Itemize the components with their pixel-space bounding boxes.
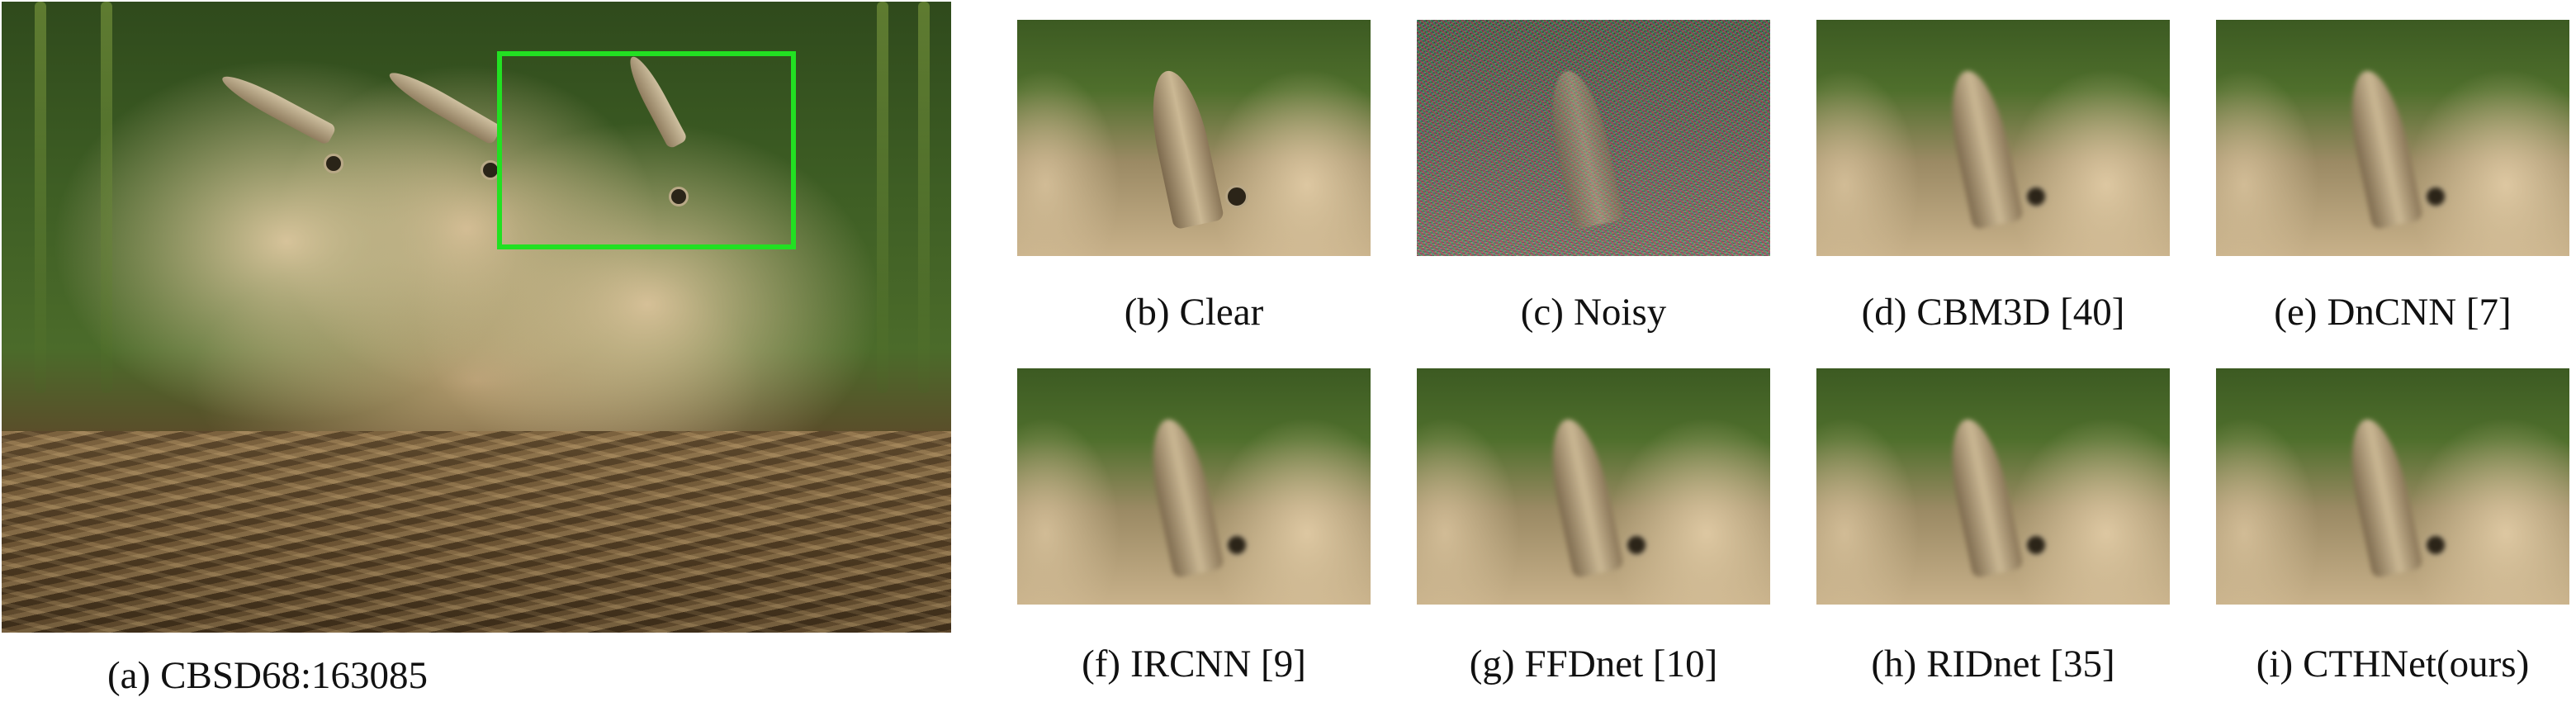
crop-beak — [1541, 65, 1625, 230]
caption-text: CTHNet(ours) — [2303, 643, 2530, 685]
caption-c: (c)Noisy — [1417, 289, 1770, 335]
main-image-birds — [2, 2, 951, 633]
crop-ffdnet — [1417, 368, 1770, 605]
caption-text: Noisy — [1573, 291, 1667, 334]
grass-stalk — [918, 2, 930, 393]
crop-beak — [1940, 65, 2024, 230]
crop-dncnn — [2216, 20, 2569, 256]
caption-label: (d) — [1861, 291, 1907, 334]
caption-text: CBSD68:163085 — [160, 654, 429, 697]
caption-label: (h) — [1871, 643, 1917, 685]
crop-beak — [1141, 65, 1225, 230]
caption-i: (i)CTHNet(ours) — [2216, 641, 2569, 687]
caption-label: (g) — [1469, 643, 1515, 685]
crop-beak — [2340, 414, 2424, 579]
caption-main: (a)CBSD68:163085 — [107, 652, 428, 699]
caption-e: (e)DnCNN [7] — [2216, 289, 2569, 335]
crop-eye — [1225, 534, 1248, 557]
caption-d: (d)CBM3D [40] — [1816, 289, 2170, 335]
caption-label: (c) — [1520, 291, 1564, 334]
grass-stalk — [877, 2, 888, 393]
crop-clear — [1017, 20, 1371, 256]
caption-label: (i) — [2256, 643, 2294, 685]
caption-text: FFDnet [10] — [1524, 643, 1718, 685]
crop-ircnn — [1017, 368, 1371, 605]
caption-label: (b) — [1124, 291, 1170, 334]
caption-text: CBM3D [40] — [1916, 291, 2125, 334]
caption-text: DnCNN [7] — [2327, 291, 2512, 334]
crop-cthnet — [2216, 368, 2569, 605]
crop-noisy — [1417, 20, 1770, 256]
crop-eye — [1225, 185, 1248, 208]
bird-beak — [384, 64, 503, 146]
caption-g: (g)FFDnet [10] — [1417, 641, 1770, 687]
roi-highlight-box — [497, 51, 796, 249]
caption-label: (e) — [2274, 291, 2318, 334]
caption-text: Clear — [1179, 291, 1264, 334]
caption-b: (b)Clear — [1017, 289, 1371, 335]
caption-text: RIDnet [35] — [1926, 643, 2115, 685]
crop-beak — [1541, 414, 1625, 579]
crop-eye — [2424, 185, 2447, 208]
caption-h: (h)RIDnet [35] — [1816, 641, 2170, 687]
crop-ridnet — [1816, 368, 2170, 605]
crop-eye — [2024, 534, 2048, 557]
caption-label: (f) — [1082, 643, 1121, 685]
bird-eye — [324, 154, 343, 173]
crop-eye — [1625, 534, 1648, 557]
bird-eye — [669, 187, 689, 206]
caption-text: IRCNN [9] — [1130, 643, 1306, 685]
crop-beak — [2340, 65, 2424, 230]
bird-beak — [217, 69, 338, 146]
grass-stalk — [101, 2, 112, 393]
crop-cbm3d — [1816, 20, 2170, 256]
caption-f: (f)IRCNN [9] — [1017, 641, 1371, 687]
crop-eye — [2424, 534, 2447, 557]
crop-eye — [2024, 185, 2048, 208]
crop-beak — [1141, 414, 1225, 579]
nest-texture — [2, 430, 951, 633]
grass-stalk — [35, 2, 46, 393]
caption-label: (a) — [107, 654, 151, 697]
crop-beak — [1940, 414, 2024, 579]
